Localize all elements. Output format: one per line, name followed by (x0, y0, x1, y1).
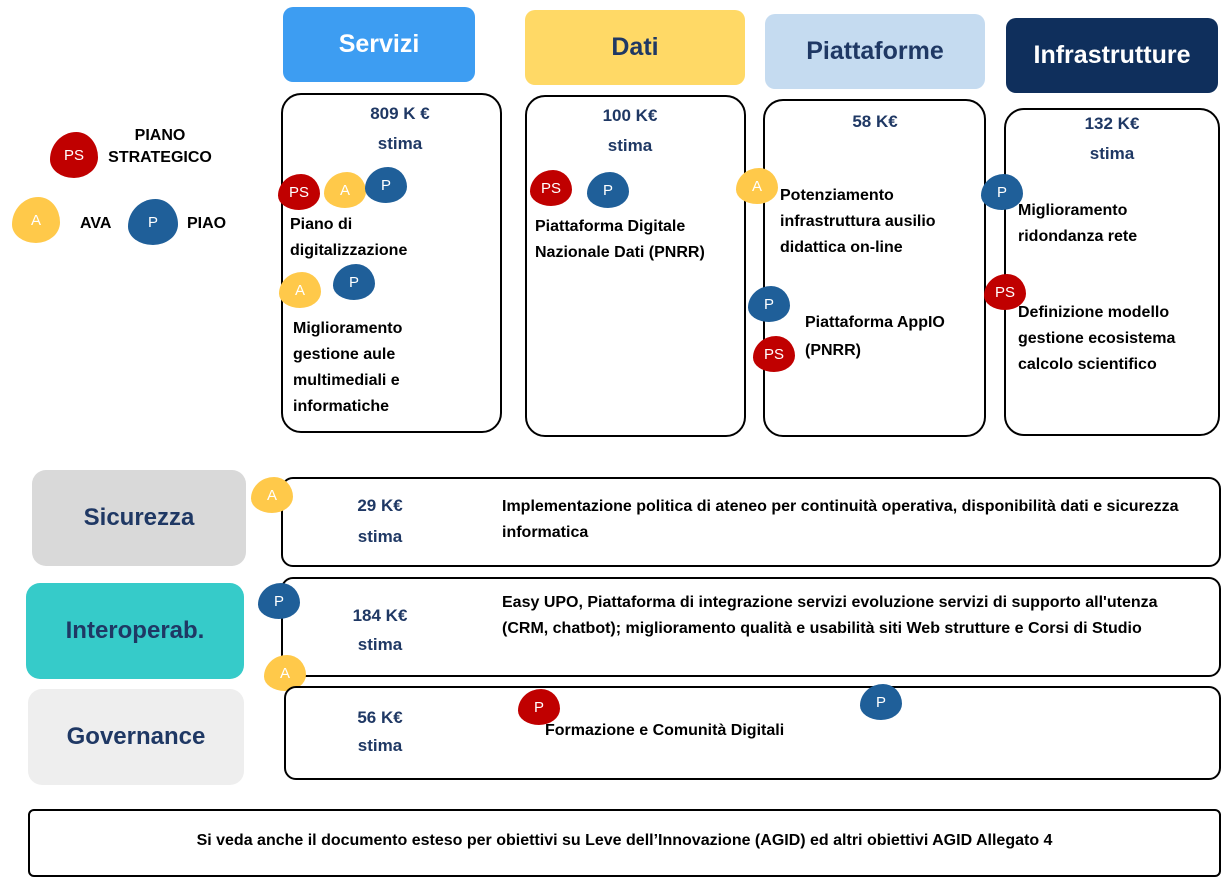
row-sicurezza (281, 477, 1221, 567)
legend-piao-label: PIAO (187, 215, 227, 232)
interoperab-text: Easy UPO, Piattaforma di integrazione se… (502, 594, 1158, 637)
legend-ps-badge: PS (50, 132, 98, 178)
row-governance (284, 686, 1221, 780)
piao-icon: P (587, 172, 629, 208)
dati-item-1: Piattaforma Digitale Nazionale Dati (PNR… (535, 218, 705, 261)
servizi-note: stima (377, 134, 423, 153)
piao-icon: P (365, 167, 407, 203)
dati-note: stima (607, 136, 653, 155)
ava-icon: A (324, 172, 366, 208)
interoperab-note: stima (357, 635, 403, 654)
side-sicurezza: Sicurezza (32, 470, 246, 566)
ps-icon: PS (278, 174, 320, 210)
row-interoperab (281, 577, 1221, 677)
legend-ps-label: PIANO STRATEGICO (108, 127, 212, 166)
footer-box (28, 809, 1221, 877)
footer-text: Si veda anche il documento esteso per ob… (196, 832, 1053, 849)
card-dati (525, 95, 746, 437)
piao-icon: P (860, 684, 902, 720)
infrastrutture-amount: 132 K€ (1084, 114, 1140, 133)
piattaforme-item-2: Piattaforma AppIO (PNRR) (805, 314, 945, 359)
ps-icon: PS (984, 274, 1026, 310)
piao-icon: P (518, 689, 560, 725)
piao-icon: P (981, 174, 1023, 210)
infrastrutture-note: stima (1089, 144, 1135, 163)
sicurezza-text: Implementazione politica di ateneo per c… (502, 498, 1179, 541)
side-interoperab: Interoperab. (26, 583, 244, 679)
legend-ava-label: AVA (80, 215, 112, 232)
sicurezza-amount: 29 K€ (357, 496, 403, 515)
header-piattaforme: Piattaforme (765, 14, 985, 89)
legend-piao-badge: P (128, 199, 178, 245)
governance-note: stima (357, 736, 403, 755)
piattaforme-item-1: Potenziamento infrastruttura ausilio did… (780, 187, 936, 256)
piattaforme-amount: 58 K€ (852, 112, 898, 131)
governance-text: Formazione e Comunità Digitali (545, 722, 785, 739)
sicurezza-note: stima (357, 527, 403, 546)
servizi-item-2: Miglioramento gestione aule multimediali… (293, 320, 403, 415)
ava-icon: A (736, 168, 778, 204)
ps-icon: PS (530, 170, 572, 206)
ps-icon: PS (753, 336, 795, 372)
piao-icon: P (333, 264, 375, 300)
dati-amount: 100 K€ (602, 106, 658, 125)
legend-ava-badge: A (12, 197, 60, 243)
interoperab-amount: 184 K€ (352, 606, 408, 625)
governance-amount: 56 K€ (357, 708, 403, 727)
servizi-amount: 809 K € (370, 104, 430, 123)
header-dati: Dati (525, 10, 745, 85)
card-piattaforme (763, 99, 986, 437)
ava-icon: A (251, 477, 293, 513)
card-infrastrutture (1004, 108, 1220, 436)
card-servizi (281, 93, 502, 433)
piao-icon: P (258, 583, 300, 619)
infrastrutture-item-2: Definizione modello gestione ecosistema … (1018, 304, 1176, 373)
infrastrutture-item-1: Miglioramento ridondanza rete (1018, 202, 1138, 245)
ava-icon: A (279, 272, 321, 308)
header-infrastrutture: Infrastrutture (1006, 18, 1218, 93)
ava-icon: A (264, 655, 306, 691)
side-governance: Governance (28, 689, 244, 785)
servizi-item-1: Piano di digitalizzazione (290, 216, 408, 259)
piao-icon: P (748, 286, 790, 322)
header-servizi: Servizi (283, 7, 475, 82)
